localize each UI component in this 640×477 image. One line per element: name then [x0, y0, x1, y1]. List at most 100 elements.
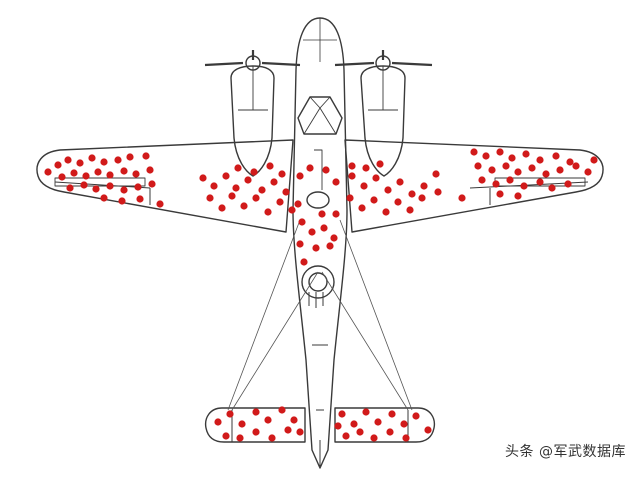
bullet-hole-icon — [506, 176, 514, 184]
bullet-hole-icon — [350, 420, 358, 428]
bullet-hole-icon — [240, 202, 248, 210]
bullet-hole-icon — [514, 192, 522, 200]
bullet-hole-icon — [252, 194, 260, 202]
bullet-hole-icon — [492, 180, 500, 188]
bullet-hole-icon — [584, 168, 592, 176]
bullet-hole-icon — [374, 418, 382, 426]
bullet-hole-icon — [552, 152, 560, 160]
bullet-hole-icon — [312, 244, 320, 252]
bullet-hole-icon — [232, 184, 240, 192]
bullet-hole-icon — [284, 426, 292, 434]
bullet-hole-icon — [210, 182, 218, 190]
bullet-hole-icon — [542, 170, 550, 178]
bullet-hole-icon — [536, 156, 544, 164]
bullet-hole-icon — [206, 194, 214, 202]
bullet-hole-icon — [258, 186, 266, 194]
bullet-hole-icon — [92, 185, 100, 193]
bullet-hole-icon — [282, 188, 290, 196]
right-propeller — [334, 50, 433, 67]
bullet-hole-icon — [88, 154, 96, 162]
bullet-hole-icon — [222, 172, 230, 180]
bullet-hole-icon — [94, 168, 102, 176]
bullet-hole-icon — [514, 168, 522, 176]
bullet-hole-icon — [106, 171, 114, 179]
bullet-hole-icon — [270, 178, 278, 186]
bullet-hole-icon — [408, 190, 416, 198]
bullet-hole-icon — [488, 166, 496, 174]
bullet-hole-icon — [222, 432, 230, 440]
bullet-hole-icon — [520, 182, 528, 190]
bullet-hole-icon — [536, 178, 544, 186]
bullet-hole-icon — [502, 162, 510, 170]
bullet-hole-icon — [288, 206, 296, 214]
bullet-hole-icon — [146, 166, 154, 174]
bullet-hole-icon — [132, 170, 140, 178]
bullet-hole-icon — [100, 194, 108, 202]
bullet-hole-icon — [82, 172, 90, 180]
bullet-hole-icon — [394, 198, 402, 206]
bullet-hole-icon — [44, 168, 52, 176]
bullet-hole-icon — [268, 434, 276, 442]
bullet-hole-icon — [236, 434, 244, 442]
left-propeller — [204, 50, 301, 67]
bullet-hole-icon — [244, 176, 252, 184]
watermark-caption: 头条 @军武数据库 — [505, 444, 626, 460]
bullet-hole-icon — [226, 410, 234, 418]
bullet-hole-icon — [372, 174, 380, 182]
bullet-hole-icon — [234, 164, 242, 172]
bullet-hole-icon — [218, 204, 226, 212]
bullet-hole-icon — [346, 194, 354, 202]
bullet-hole-icon — [590, 156, 598, 164]
bullet-hole-icon — [400, 420, 408, 428]
right-engine-nacelle — [360, 65, 406, 177]
bullet-hole-icon — [332, 178, 340, 186]
bullet-hole-icon — [199, 174, 207, 182]
bullet-hole-icon — [556, 166, 564, 174]
bullet-hole-icon — [402, 434, 410, 442]
bullet-hole-icon — [384, 186, 392, 194]
bullet-hole-icon — [298, 218, 306, 226]
horizontal-stabilizer — [204, 407, 436, 443]
left-wing — [36, 139, 294, 233]
bullet-hole-markers — [44, 148, 598, 442]
fuselage — [292, 17, 348, 469]
bullet-hole-icon — [228, 192, 236, 200]
bullet-hole-icon — [528, 164, 536, 172]
bullet-hole-icon — [294, 200, 302, 208]
bullet-hole-icon — [250, 168, 258, 176]
bullet-hole-icon — [362, 408, 370, 416]
bullet-hole-icon — [136, 195, 144, 203]
bullet-hole-icon — [330, 234, 338, 242]
bullet-hole-icon — [338, 410, 346, 418]
bullet-hole-icon — [320, 224, 328, 232]
bullet-hole-icon — [322, 166, 330, 174]
bullet-hole-icon — [264, 416, 272, 424]
bullet-hole-icon — [388, 410, 396, 418]
bullet-hole-icon — [64, 156, 72, 164]
right-wing — [344, 139, 604, 233]
bullet-hole-icon — [522, 150, 530, 158]
bullet-hole-icon — [306, 164, 314, 172]
bullet-hole-icon — [496, 148, 504, 156]
bullet-hole-icon — [432, 170, 440, 178]
bullet-hole-icon — [266, 162, 274, 170]
bullet-hole-icon — [70, 169, 78, 177]
bullet-hole-icon — [300, 258, 308, 266]
bullet-hole-icon — [156, 200, 164, 208]
bullet-hole-icon — [278, 170, 286, 178]
aircraft-silhouette-icon — [36, 17, 604, 469]
bullet-hole-icon — [482, 152, 490, 160]
bullet-hole-icon — [412, 412, 420, 420]
bullet-hole-icon — [58, 173, 66, 181]
bullet-hole-icon — [66, 184, 74, 192]
bullet-hole-icon — [252, 408, 260, 416]
bullet-hole-icon — [424, 426, 432, 434]
bullet-hole-icon — [370, 434, 378, 442]
bullet-hole-icon — [348, 172, 356, 180]
bullet-hole-icon — [396, 178, 404, 186]
bullet-hole-icon — [114, 156, 122, 164]
bullet-hole-icon — [318, 210, 326, 218]
bullet-hole-icon — [362, 164, 370, 172]
bullet-hole-icon — [80, 181, 88, 189]
